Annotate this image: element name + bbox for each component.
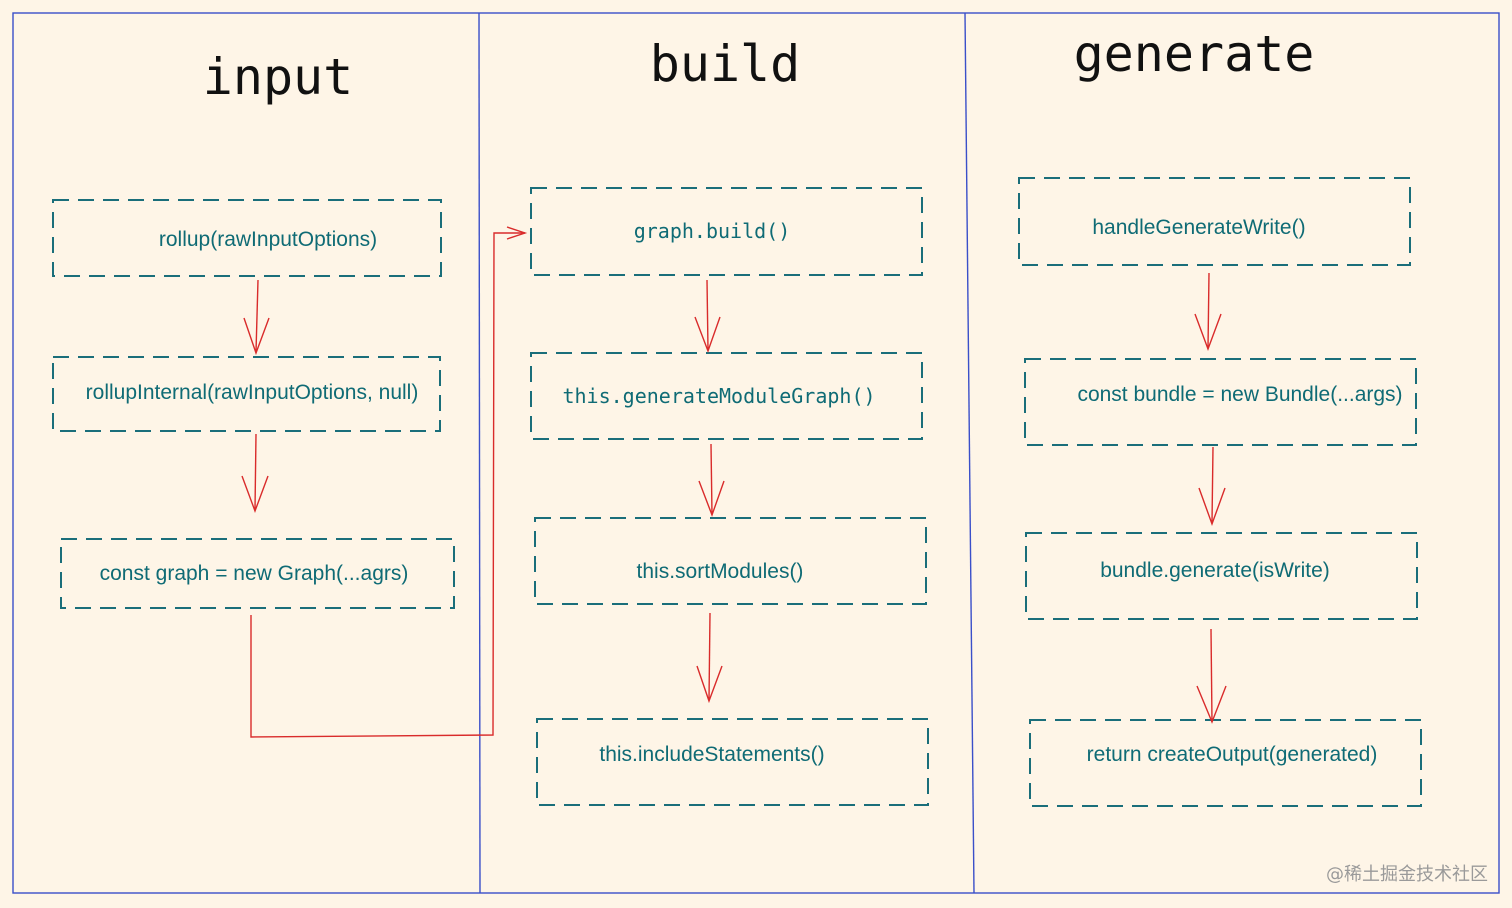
step-label: bundle.generate(isWrite) (1100, 559, 1330, 582)
step-box-border (1018, 177, 1411, 266)
column-title-build: build (650, 35, 801, 93)
step-box-rollup-internal: rollupInternal(rawInputOptions, null) (52, 356, 441, 432)
step-box-bundle-generate: bundle.generate(isWrite) (1025, 532, 1418, 620)
step-label: this.sortModules() (637, 560, 804, 583)
arrow-build-3-4 (696, 612, 723, 704)
step-label: handleGenerateWrite() (1092, 216, 1305, 239)
step-label: const graph = new Graph(...agrs) (100, 562, 409, 585)
watermark-text: @稀土掘金技术社区 (1326, 864, 1488, 885)
step-box-sort-modules: this.sortModules() (534, 517, 927, 605)
step-box-border (1029, 719, 1422, 807)
step-box-new-bundle: const bundle = new Bundle(...args) (1024, 358, 1417, 446)
arrow-generate-2-3 (1198, 446, 1226, 527)
column-divider-1 (478, 12, 481, 894)
step-label: this.includeStatements() (599, 743, 824, 766)
step-label: this.generateModuleGraph() (562, 384, 875, 408)
step-box-border (1024, 358, 1417, 446)
step-box-border (530, 187, 923, 276)
arrow-generate-1-2 (1194, 272, 1222, 352)
step-box-border (60, 538, 455, 609)
arrow-build-1-2 (694, 279, 721, 354)
arrow-generate-3-4 (1196, 628, 1227, 724)
step-box-border (536, 718, 929, 806)
step-label: return createOutput(generated) (1087, 743, 1378, 766)
step-label: const bundle = new Bundle(...args) (1077, 383, 1402, 406)
step-box-border (52, 199, 442, 277)
column-title-input: input (203, 48, 354, 106)
step-box-border (534, 517, 927, 605)
arrow-graph-to-build (250, 226, 528, 738)
step-label: rollupInternal(rawInputOptions, null) (86, 381, 419, 404)
step-box-graph-build: graph.build() (530, 187, 923, 276)
step-box-create-output: return createOutput(generated) (1029, 719, 1422, 807)
arrow-input-1-2 (243, 279, 270, 356)
column-title-generate: generate (1074, 25, 1315, 83)
step-box-new-graph: const graph = new Graph(...agrs) (60, 538, 455, 609)
arrow-build-2-3 (698, 443, 725, 518)
step-box-border (1025, 532, 1418, 620)
step-box-rollup: rollup(rawInputOptions) (52, 199, 442, 277)
outer-frame (12, 12, 1500, 894)
step-box-border (52, 356, 441, 432)
step-box-include-statements: this.includeStatements() (536, 718, 929, 806)
step-label: rollup(rawInputOptions) (159, 228, 377, 251)
step-label: graph.build() (634, 219, 791, 243)
column-divider-2 (964, 12, 975, 894)
step-box-border (530, 352, 923, 440)
step-box-handle-generate-write: handleGenerateWrite() (1018, 177, 1411, 266)
arrow-input-2-3 (241, 433, 269, 514)
step-box-generate-module-graph: this.generateModuleGraph() (530, 352, 923, 440)
